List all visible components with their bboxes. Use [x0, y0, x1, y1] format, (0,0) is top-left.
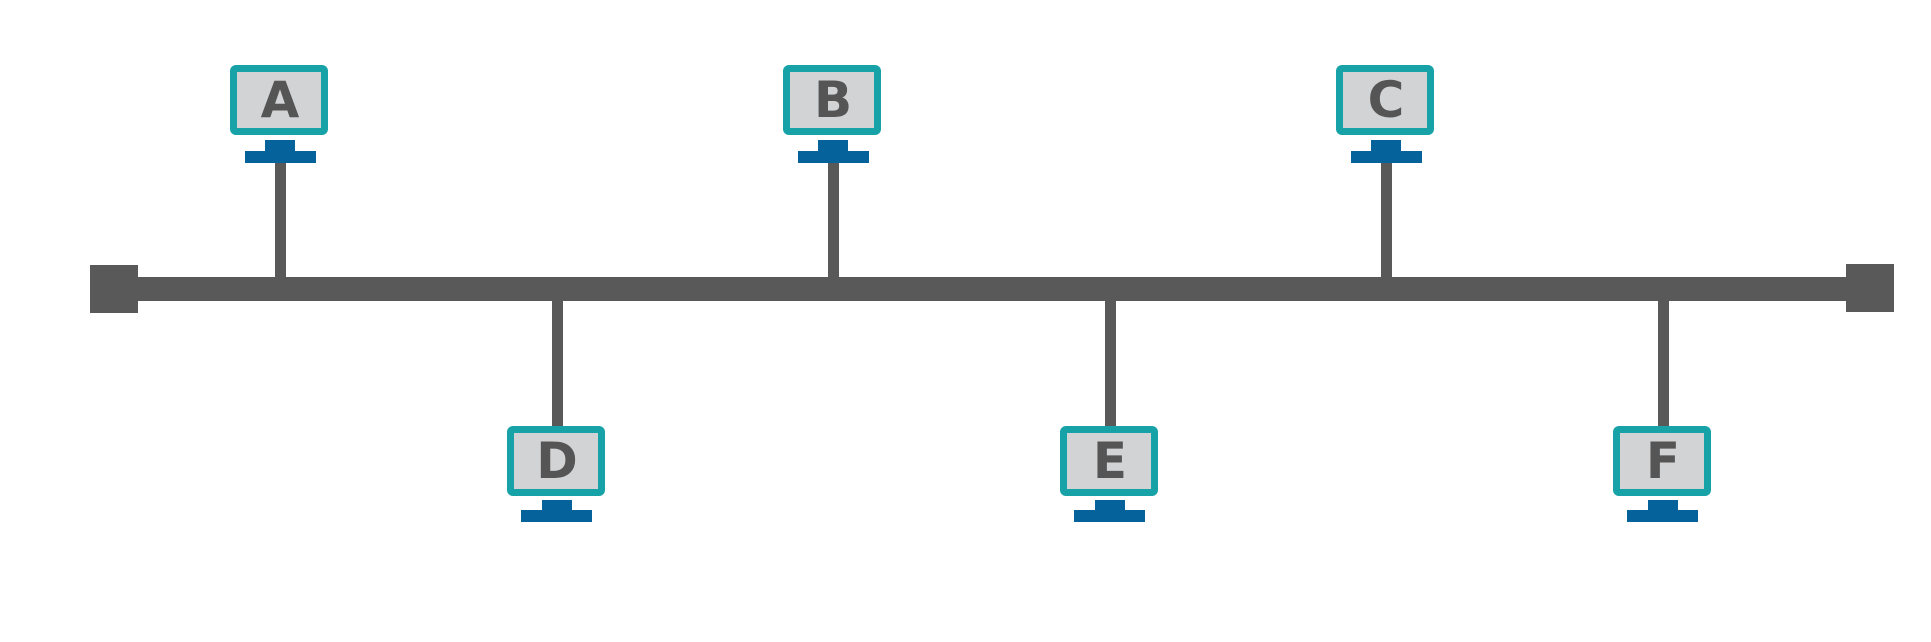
drop-line-e	[1105, 299, 1116, 427]
drop-line-c	[1381, 158, 1392, 279]
node-label-e: E	[1093, 432, 1127, 490]
node-f[interactable]: F	[1613, 299, 1711, 522]
stand-base-b	[798, 151, 869, 163]
node-d[interactable]: D	[507, 299, 605, 522]
stand-base-d	[521, 510, 592, 522]
drop-line-a	[275, 158, 286, 279]
drop-line-f	[1658, 299, 1669, 427]
monitor-screen-c	[1343, 72, 1427, 128]
node-label-f: F	[1646, 432, 1680, 490]
monitor-screen-f	[1620, 433, 1704, 489]
drop-line-b	[828, 158, 839, 279]
monitor-screen-e	[1067, 433, 1151, 489]
node-label-c: C	[1368, 71, 1405, 129]
node-e[interactable]: E	[1060, 299, 1158, 522]
bus-terminator-left	[90, 265, 138, 313]
node-label-b: B	[814, 71, 852, 129]
node-c[interactable]: C	[1336, 65, 1434, 279]
monitor-screen-a	[237, 72, 321, 128]
stand-neck-e	[1095, 500, 1125, 512]
stand-neck-f	[1648, 500, 1678, 512]
stand-base-e	[1074, 510, 1145, 522]
stand-neck-c	[1371, 140, 1401, 152]
node-label-d: D	[536, 432, 578, 490]
stand-base-c	[1351, 151, 1422, 163]
bus-terminator-right	[1846, 264, 1894, 312]
drop-line-d	[552, 299, 563, 427]
bus-line	[130, 277, 1854, 301]
stand-base-f	[1627, 510, 1698, 522]
node-b[interactable]: B	[783, 65, 881, 279]
monitor-screen-b	[790, 72, 874, 128]
node-label-a: A	[261, 71, 300, 129]
stand-neck-d	[542, 500, 572, 512]
stand-neck-b	[818, 140, 848, 152]
stand-base-a	[245, 151, 316, 163]
stand-neck-a	[265, 140, 295, 152]
monitor-screen-d	[514, 433, 598, 489]
node-a[interactable]: A	[230, 65, 328, 279]
